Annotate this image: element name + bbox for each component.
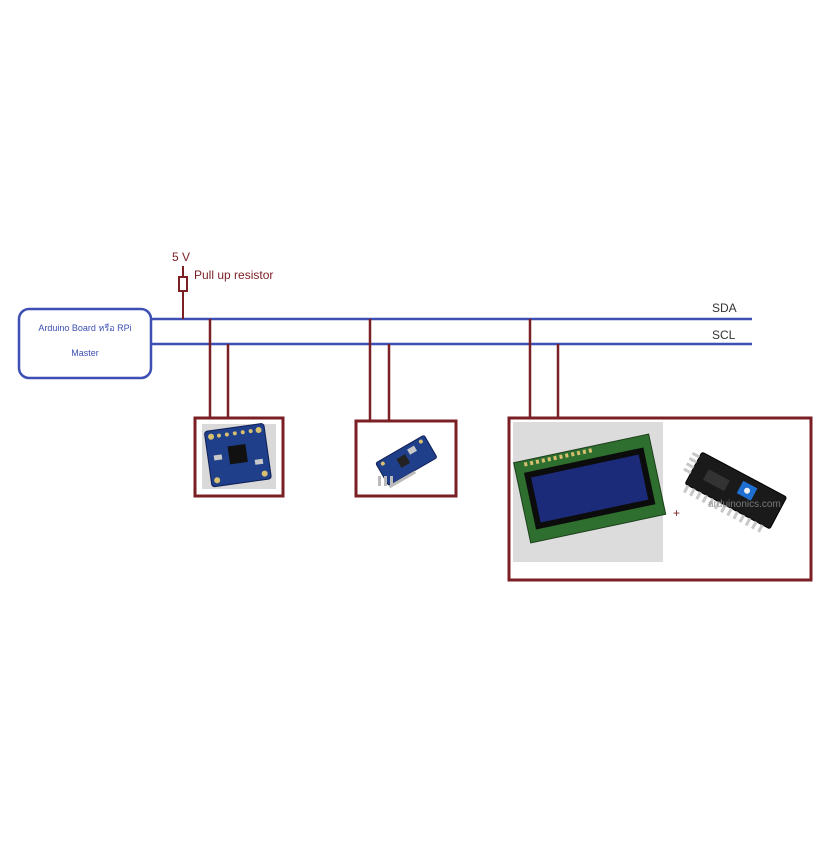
- master-role-label: Master: [71, 348, 99, 358]
- resistor-icon: [178, 276, 188, 292]
- scl-label: SCL: [712, 328, 736, 342]
- device-1: [193, 416, 285, 498]
- plus-sign: +: [673, 506, 680, 520]
- resistor-label: Pull up resistor: [194, 268, 273, 282]
- master-label: Arduino Board หรือ RPi: [38, 323, 131, 333]
- master-node: Arduino Board หรือ RPi Master: [17, 307, 153, 380]
- gyro-accelerometer-module-icon: [202, 423, 276, 489]
- lcd-16x2-with-i2c-adapter-icon: +: [513, 422, 787, 562]
- device-3: +: [507, 416, 813, 582]
- sensor-breakout-module-icon: [375, 435, 437, 489]
- device-2: [354, 419, 458, 498]
- pull-up-resistor: 5 V Pull up resistor: [172, 250, 273, 319]
- master-box: [17, 307, 153, 380]
- voltage-label: 5 V: [172, 250, 190, 264]
- device-wires: [208, 319, 560, 421]
- watermark-text: arduinonics.com: [708, 499, 781, 510]
- sda-label: SDA: [712, 301, 737, 315]
